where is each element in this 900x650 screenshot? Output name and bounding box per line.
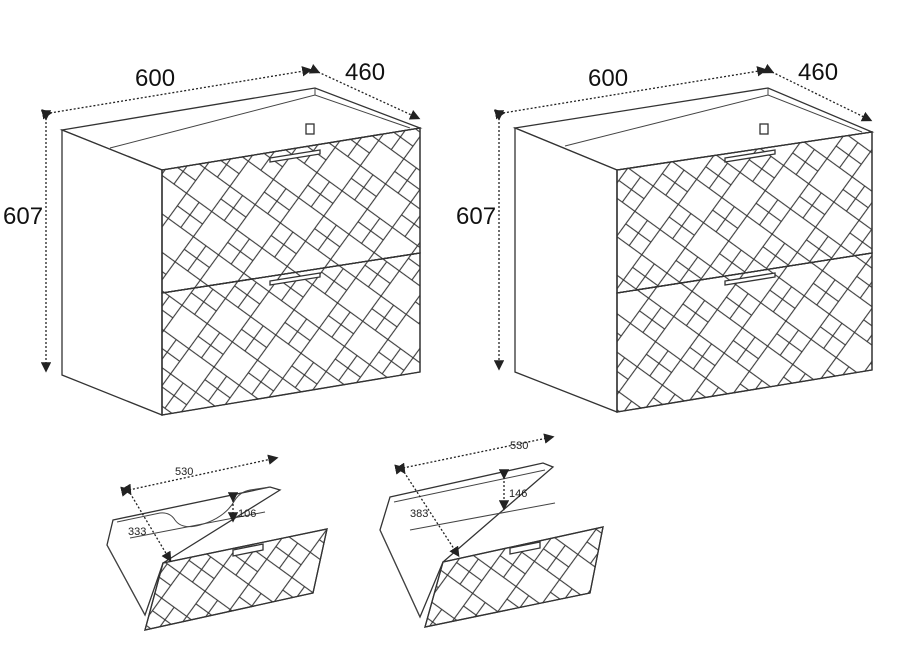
hinge-icon	[759, 123, 769, 135]
drawer-height-label: 146	[509, 488, 527, 500]
width-label: 600	[135, 65, 175, 92]
handle-icon	[232, 543, 264, 557]
drawer-depth-label: 333	[128, 526, 146, 538]
cabinet-right: 600 460 607	[456, 59, 875, 413]
handle-icon	[724, 272, 776, 286]
drawer-left: 530 333 106	[106, 454, 328, 631]
drawer-depth-label: 383	[410, 508, 428, 520]
drawer-height-label: 106	[238, 508, 256, 520]
height-label: 607	[3, 203, 43, 230]
handle-icon	[724, 149, 776, 163]
depth-label: 460	[798, 59, 838, 86]
depth-label: 460	[345, 59, 385, 86]
cabinet-side-panel	[61, 129, 163, 416]
drawer-width-label: 530	[510, 440, 528, 452]
drawer-width-label: 530	[175, 466, 193, 478]
handle-icon	[269, 149, 321, 163]
handle-icon	[509, 541, 541, 555]
drawer-right: 530 383 146	[379, 433, 604, 628]
handle-icon	[269, 272, 321, 286]
width-dimension	[494, 66, 768, 120]
hinge-icon	[305, 123, 315, 135]
height-label: 607	[456, 203, 496, 230]
cabinet-left: 600 460 607	[3, 59, 423, 416]
width-label: 600	[588, 65, 628, 92]
cabinet-side-panel	[514, 127, 618, 413]
